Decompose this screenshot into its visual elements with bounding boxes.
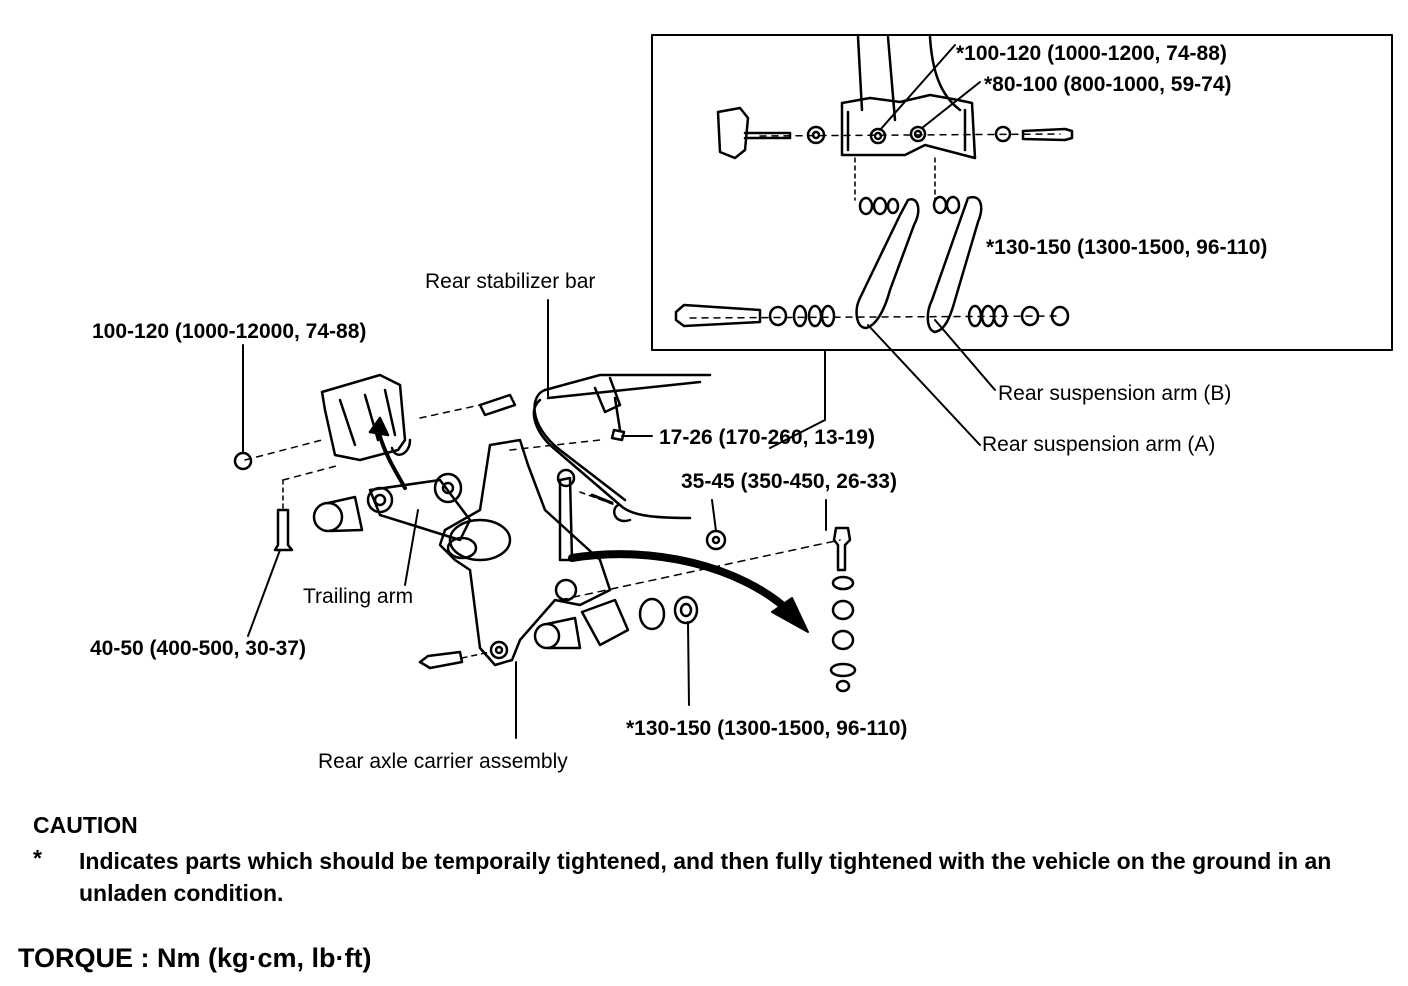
leader-bracket-bolt (247, 549, 281, 637)
leader-inset-to-assembly (769, 349, 826, 449)
label-rear-suspension-arm-a: Rear suspension arm (A) (982, 433, 1216, 456)
leader-trailing-arm (404, 509, 419, 586)
torque-label-carrier-arm-nut: *130-150 (1300-1500, 96-110) (626, 717, 908, 740)
link-bolt (832, 526, 852, 572)
caution-title: CAUTION (33, 812, 138, 838)
caution-marker: * (33, 845, 42, 871)
torque-label-stabilizer-bracket-bolt: 17-26 (170-260, 13-19) (659, 426, 875, 449)
inset-bracket (840, 93, 977, 160)
torque-label-stabilizer-link-nut: 35-45 (350-450, 26-33) (681, 470, 897, 493)
label-rear-stabilizer-bar: Rear stabilizer bar (425, 270, 596, 293)
torque-label-upper-bolt-2: *80-100 (800-1000, 59-74) (984, 73, 1232, 96)
rear-axle-carrier-shape (438, 438, 612, 667)
leader-upper-bolt-2 (921, 81, 981, 129)
trailing-arm-bracket (320, 373, 407, 462)
inset-nut-1 (869, 127, 887, 145)
torque-units: TORQUE : Nm (kg·cm, lb·ft) (18, 943, 372, 973)
rear-suspension-arm-b-shape (926, 195, 983, 334)
carrier-bushing (580, 598, 630, 647)
rear-stabilizer-bar-shape (532, 388, 692, 520)
label-rear-suspension-arm-b: Rear suspension arm (B) (998, 382, 1232, 405)
leader-carrier-nut (687, 621, 690, 706)
stabilizer-nut (705, 529, 727, 551)
rear-suspension-arm-a-shape (855, 198, 920, 330)
main-assembly (233, 373, 857, 693)
leader-arm-b (934, 319, 996, 391)
leader-stabilizer-nut (711, 499, 717, 532)
inset-frame (651, 34, 1393, 351)
caution-text: Indicates parts which should be temporai… (79, 848, 1332, 906)
label-trailing-arm: Trailing arm (303, 585, 414, 608)
stabilizer-link (558, 476, 574, 562)
leader-arm-a (867, 324, 981, 446)
trailing-arm-shape (368, 478, 472, 542)
torque-label-upper-bolt-1: *100-120 (1000-1200, 74-88) (956, 42, 1227, 65)
inset-left-plate (716, 106, 750, 160)
bracket-bolt (273, 508, 294, 552)
torque-label-trailing-arm-bracket-bolt: 40-50 (400-500, 30-37) (90, 637, 306, 660)
torque-label-arm-inner-nut: *130-150 (1300-1500, 96-110) (986, 236, 1268, 259)
label-rear-axle-carrier-assembly: Rear axle carrier assembly (318, 750, 568, 773)
bracket-nut (233, 451, 253, 471)
leader-upper-bolt-1 (879, 44, 956, 131)
inset-nut-2 (909, 125, 927, 143)
torque-label-trailing-arm-bracket-nut: 100-120 (1000-12000, 74-88) (92, 320, 367, 343)
inset-detail (651, 34, 1393, 351)
